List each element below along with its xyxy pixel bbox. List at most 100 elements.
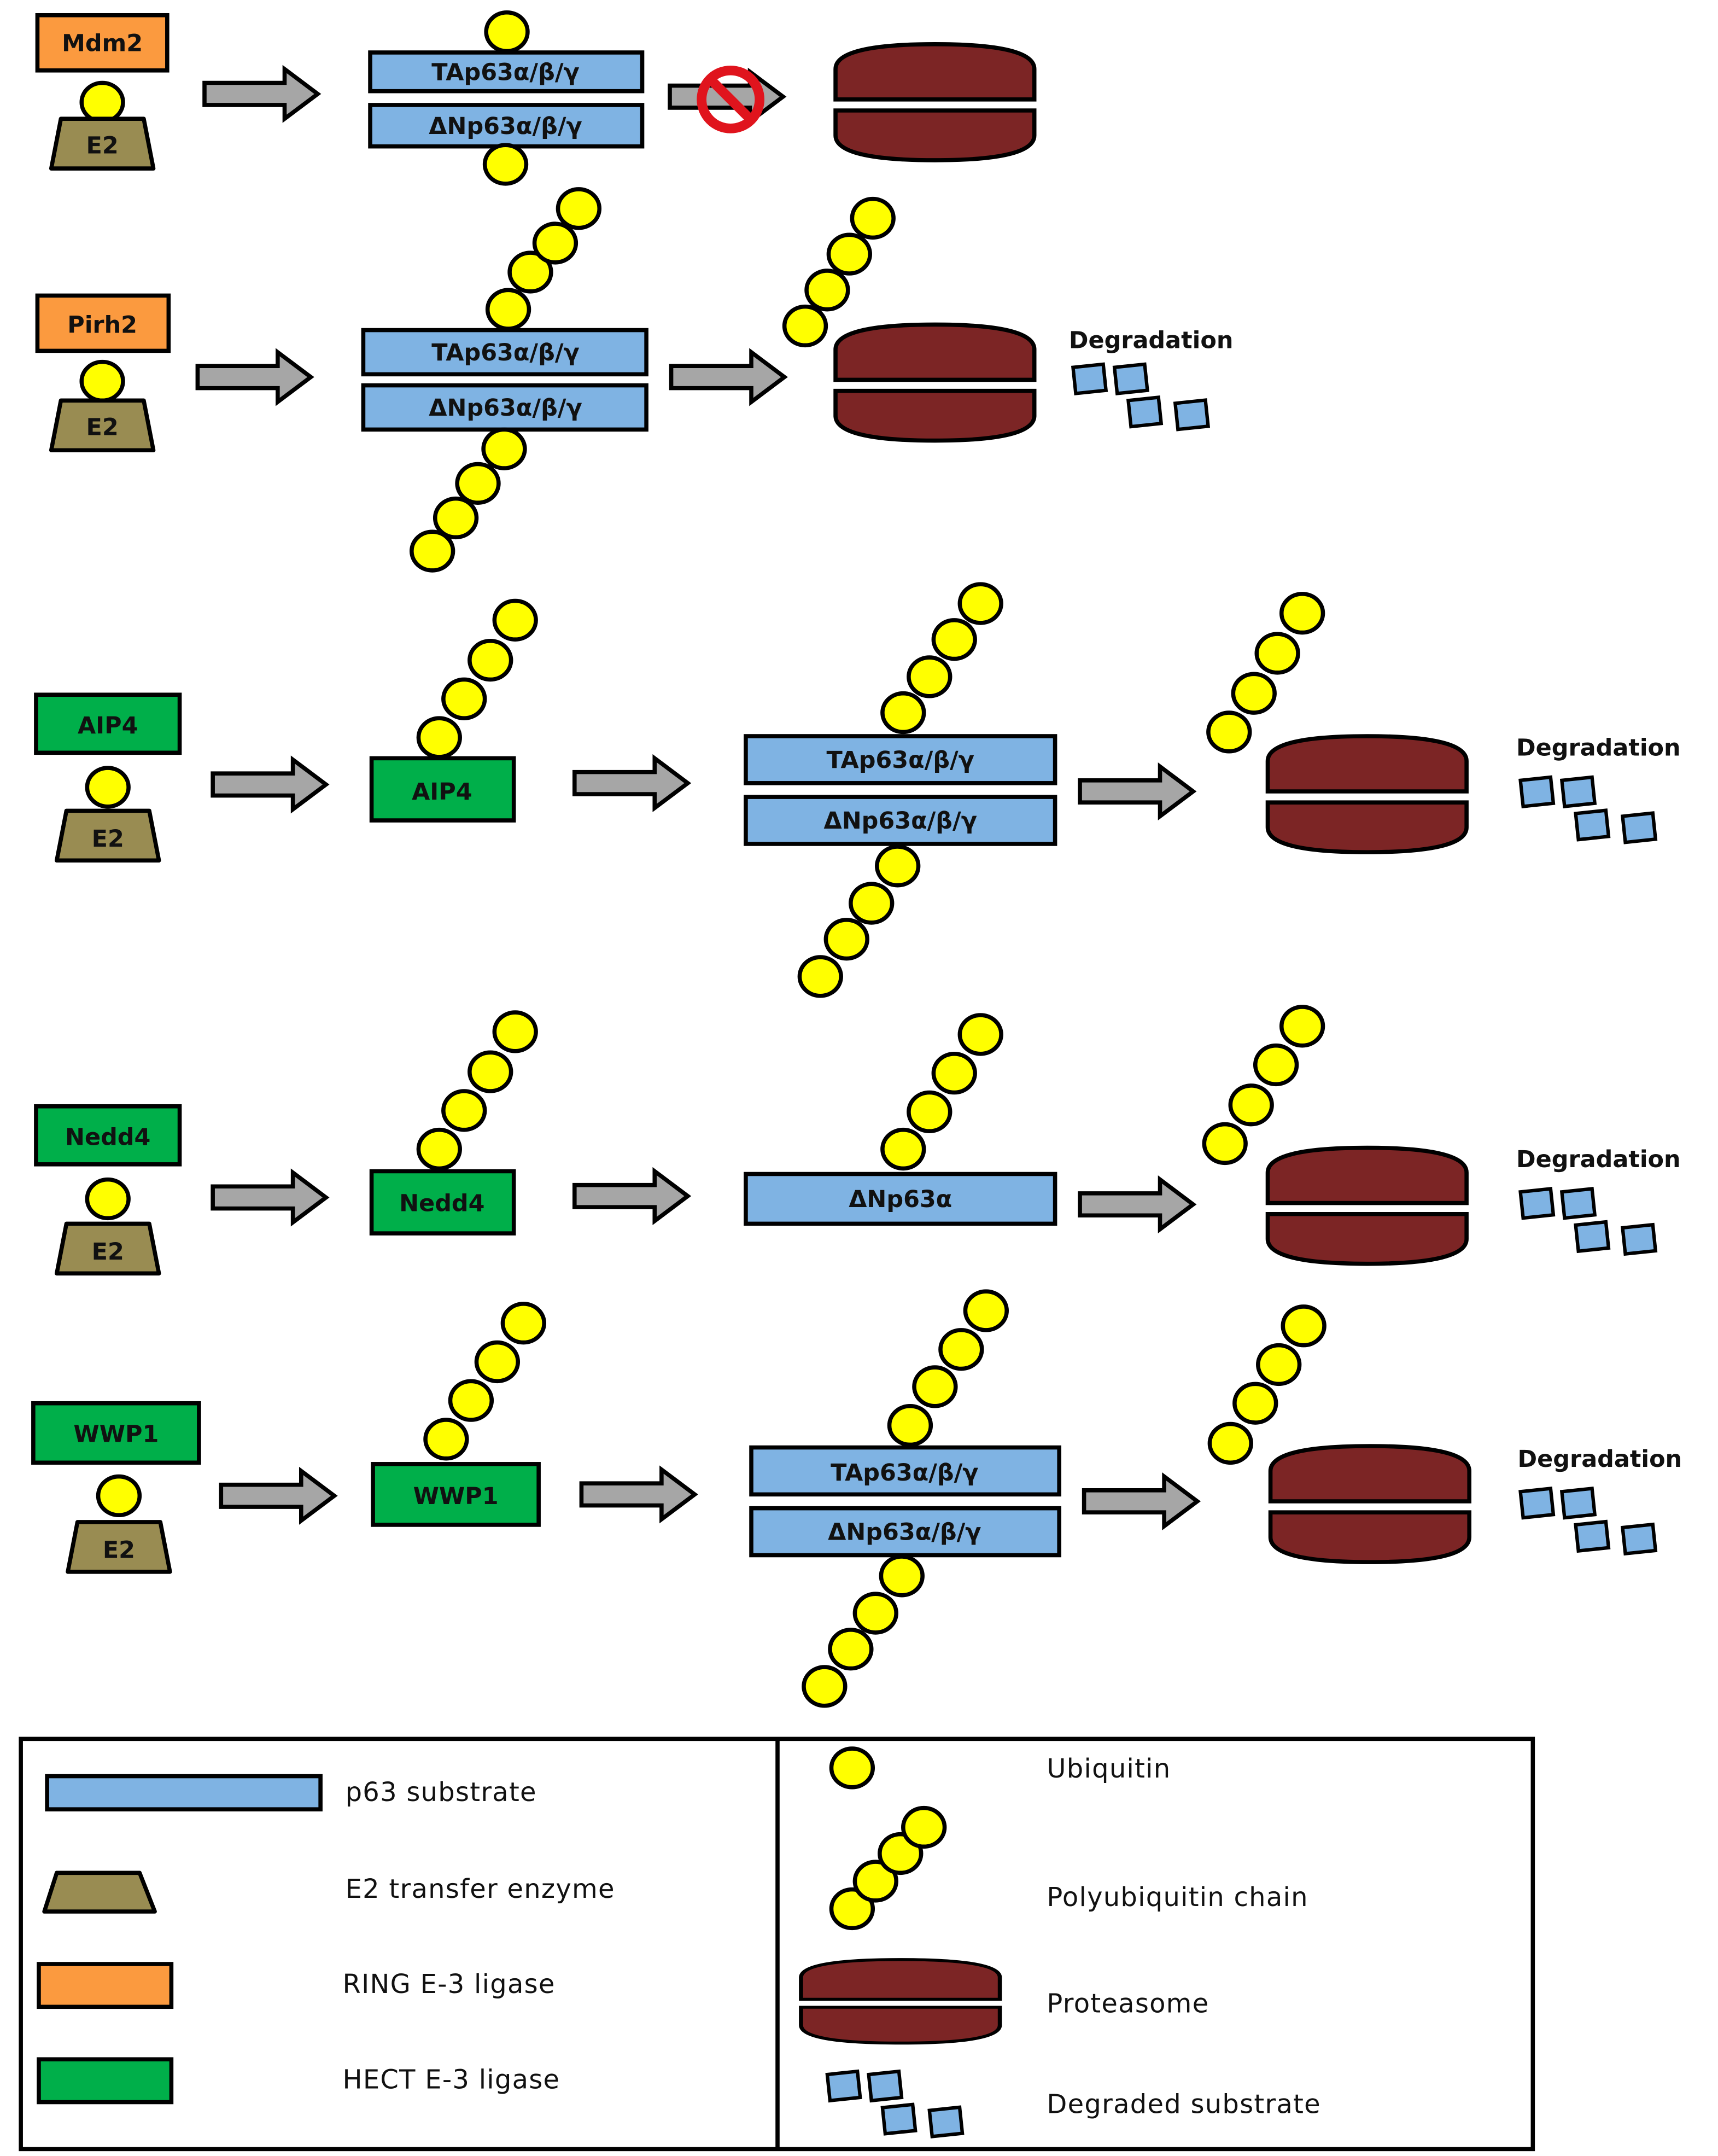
polyubiquitin-chain	[425, 1304, 544, 1459]
legend-degraded-substrate-icon	[827, 2071, 962, 2136]
substrate-box	[744, 1172, 1057, 1226]
hect-ligase-box	[369, 1169, 516, 1236]
ubiquitin-icon	[87, 768, 128, 807]
substrate-box	[361, 328, 648, 377]
polyubiquitin-chain	[412, 429, 525, 570]
proteasome-icon	[1267, 1148, 1466, 1264]
e2-label: E2	[103, 1537, 135, 1564]
substrate-label: ΔNp63α/β/γ	[429, 394, 582, 422]
e2-label: E2	[86, 132, 119, 159]
hect-ligase-box	[371, 1462, 541, 1527]
arrow-icon	[575, 758, 688, 808]
row-aip4: AIP4 E2 AIP4 TAp63α/β/γ ΔNp63α/β/γ Degra…	[34, 584, 1681, 996]
polyubiquitin-chain	[883, 584, 1001, 732]
ubiquitin-icon	[81, 83, 123, 122]
proteasome-icon	[1267, 736, 1466, 852]
ligase-label: Nedd4	[65, 1123, 150, 1151]
arrow-icon	[213, 1173, 326, 1222]
blocked-icon	[697, 65, 765, 133]
arrow-icon	[1080, 1180, 1193, 1229]
degradation-label: Degradation	[1516, 734, 1681, 761]
legend-polyubiquitin-icon	[831, 1808, 944, 1928]
polyubiquitin-chain	[488, 189, 600, 329]
e2-label: E2	[92, 825, 124, 853]
arrow-icon	[1084, 1477, 1197, 1526]
substrate-box	[744, 795, 1057, 846]
degradation-label: Degradation	[1516, 1146, 1681, 1173]
arrow-icon	[581, 1470, 694, 1519]
arrow-icon	[213, 760, 326, 809]
hect-ligase-box	[369, 756, 516, 823]
polyubiquitin-chain	[804, 1557, 922, 1706]
polyubiquitin-chain	[1208, 594, 1323, 751]
polyubiquitin-chain	[418, 601, 536, 757]
intermediate-label: AIP4	[412, 778, 472, 806]
legend-ring-swatch	[37, 1962, 174, 2009]
ubiquitin-icon	[87, 1180, 128, 1219]
proteasome-icon	[835, 324, 1035, 440]
degraded-substrate-icon	[1521, 1189, 1656, 1254]
hect-ligase-box	[34, 692, 182, 755]
substrate-label: ΔNp63α/β/γ	[824, 807, 977, 835]
substrate-box	[368, 50, 645, 94]
legend: p63 substrate E2 transfer enzyme RING E-…	[19, 1737, 1535, 2152]
polyubiquitin-chain	[799, 847, 918, 996]
polyubiquitin-chain	[785, 199, 893, 346]
hect-ligase-box	[34, 1104, 182, 1167]
substrate-label: ΔNp63α/β/γ	[828, 1519, 981, 1546]
legend-ubiquitin-icon	[831, 1749, 873, 1787]
row-nedd4: Nedd4 E2 Nedd4 ΔNp63α Degradation	[34, 1007, 1681, 1273]
ubiquitin-icon	[98, 1477, 140, 1516]
legend-label: Proteasome	[1047, 1988, 1209, 2019]
arrow-icon	[197, 352, 311, 402]
degraded-substrate-icon	[1521, 1489, 1656, 1554]
legend-label: RING E-3 ligase	[343, 1969, 556, 2000]
e2-label: E2	[92, 1238, 124, 1266]
e2-label: E2	[86, 413, 119, 441]
proteasome-icon	[835, 44, 1035, 160]
row-mdm2: Mdm2 E2 TAp63α/β/γ ΔNp63α/β/γ	[35, 13, 1035, 184]
legend-p63-substrate-swatch	[45, 1774, 323, 1811]
polyubiquitin-chain	[883, 1015, 1001, 1168]
hect-ligase-box	[31, 1401, 201, 1465]
substrate-label: TAp63α/β/γ	[431, 59, 579, 86]
degraded-substrate-icon	[1521, 777, 1656, 842]
legend-proteasome-icon	[801, 1960, 1000, 2043]
substrate-label: TAp63α/β/γ	[827, 747, 974, 774]
substrate-box	[744, 734, 1057, 785]
substrate-box	[361, 383, 648, 432]
legend-label: Polyubiquitin chain	[1047, 1882, 1308, 1913]
ring-ligase-box	[35, 13, 170, 73]
ligase-label: WWP1	[73, 1420, 159, 1448]
substrate-label: ΔNp63α/β/γ	[429, 113, 582, 140]
degradation-label: Degradation	[1518, 1446, 1682, 1473]
ring-ligase-box	[35, 293, 171, 353]
polyubiquitin-chain	[1204, 1007, 1323, 1163]
substrate-label: ΔNp63α	[849, 1186, 952, 1213]
polyubiquitin-chain	[418, 1012, 536, 1168]
substrate-box	[749, 1445, 1061, 1497]
arrow-icon	[221, 1471, 334, 1520]
row-pirh2: Pirh2 E2 TAp63α/β/γ ΔNp63α/β/γ Degradati…	[35, 189, 1234, 570]
ligase-label: Pirh2	[67, 312, 137, 339]
legend-e2-swatch	[42, 1871, 157, 1914]
polyubiquitin-chain	[1209, 1307, 1324, 1462]
row-wwp1: WWP1 E2 WWP1 TAp63α/β/γ ΔNp63α/β/γ Degra…	[31, 1291, 1682, 1706]
ligase-label: AIP4	[78, 712, 138, 739]
arrow-icon	[204, 69, 318, 119]
legend-hect-swatch	[37, 2057, 174, 2105]
legend-label: Degraded substrate	[1047, 2089, 1320, 2120]
arrow-icon	[671, 352, 785, 402]
substrate-box	[749, 1506, 1061, 1558]
intermediate-label: Nedd4	[399, 1190, 484, 1217]
legend-label: E2 transfer enzyme	[346, 1874, 615, 1904]
substrate-label: TAp63α/β/γ	[431, 339, 579, 366]
proteasome-icon	[1271, 1446, 1470, 1562]
arrow-icon	[1080, 767, 1193, 817]
legend-label: Ubiquitin	[1047, 1753, 1171, 1784]
degradation-label: Degradation	[1069, 327, 1234, 354]
degraded-substrate-icon	[1073, 364, 1208, 429]
arrow-icon	[575, 1171, 688, 1221]
intermediate-label: WWP1	[413, 1483, 499, 1510]
